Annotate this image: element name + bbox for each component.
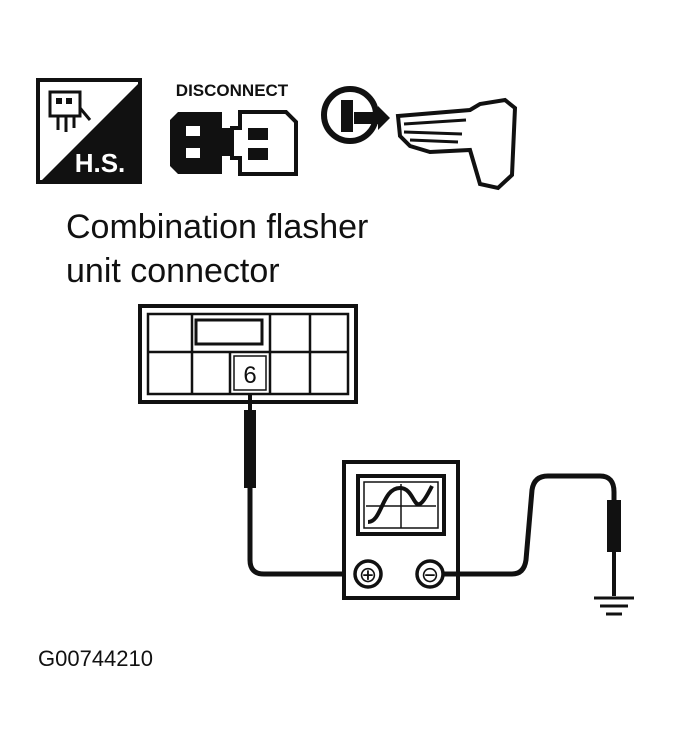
flasher-unit-connector: 6 [138, 304, 358, 404]
figure-code: G00744210 [38, 646, 153, 671]
ground-symbol-icon [594, 596, 634, 616]
disconnect-label: DISCONNECT [176, 81, 289, 100]
meter-negative-terminal: ⊖ [421, 562, 439, 587]
harness-connector-icon: H.S. [36, 78, 142, 184]
connector-title-line2: unit connector [66, 252, 280, 290]
ignition-key-off-icon [321, 86, 518, 191]
positive-probe-lead [244, 394, 354, 577]
oscilloscope-meter: ⊕ ⊖ [342, 460, 460, 600]
negative-probe-lead [444, 473, 621, 596]
hs-badge-text: H.S. [75, 148, 126, 178]
terminal-6-label: 6 [243, 362, 256, 389]
waveform-trace [367, 485, 434, 524]
connector-title-line1: Combination flasher [66, 208, 368, 246]
connector-disconnect-icon: DISCONNECT [170, 81, 298, 176]
meter-positive-terminal: ⊕ [359, 562, 377, 587]
